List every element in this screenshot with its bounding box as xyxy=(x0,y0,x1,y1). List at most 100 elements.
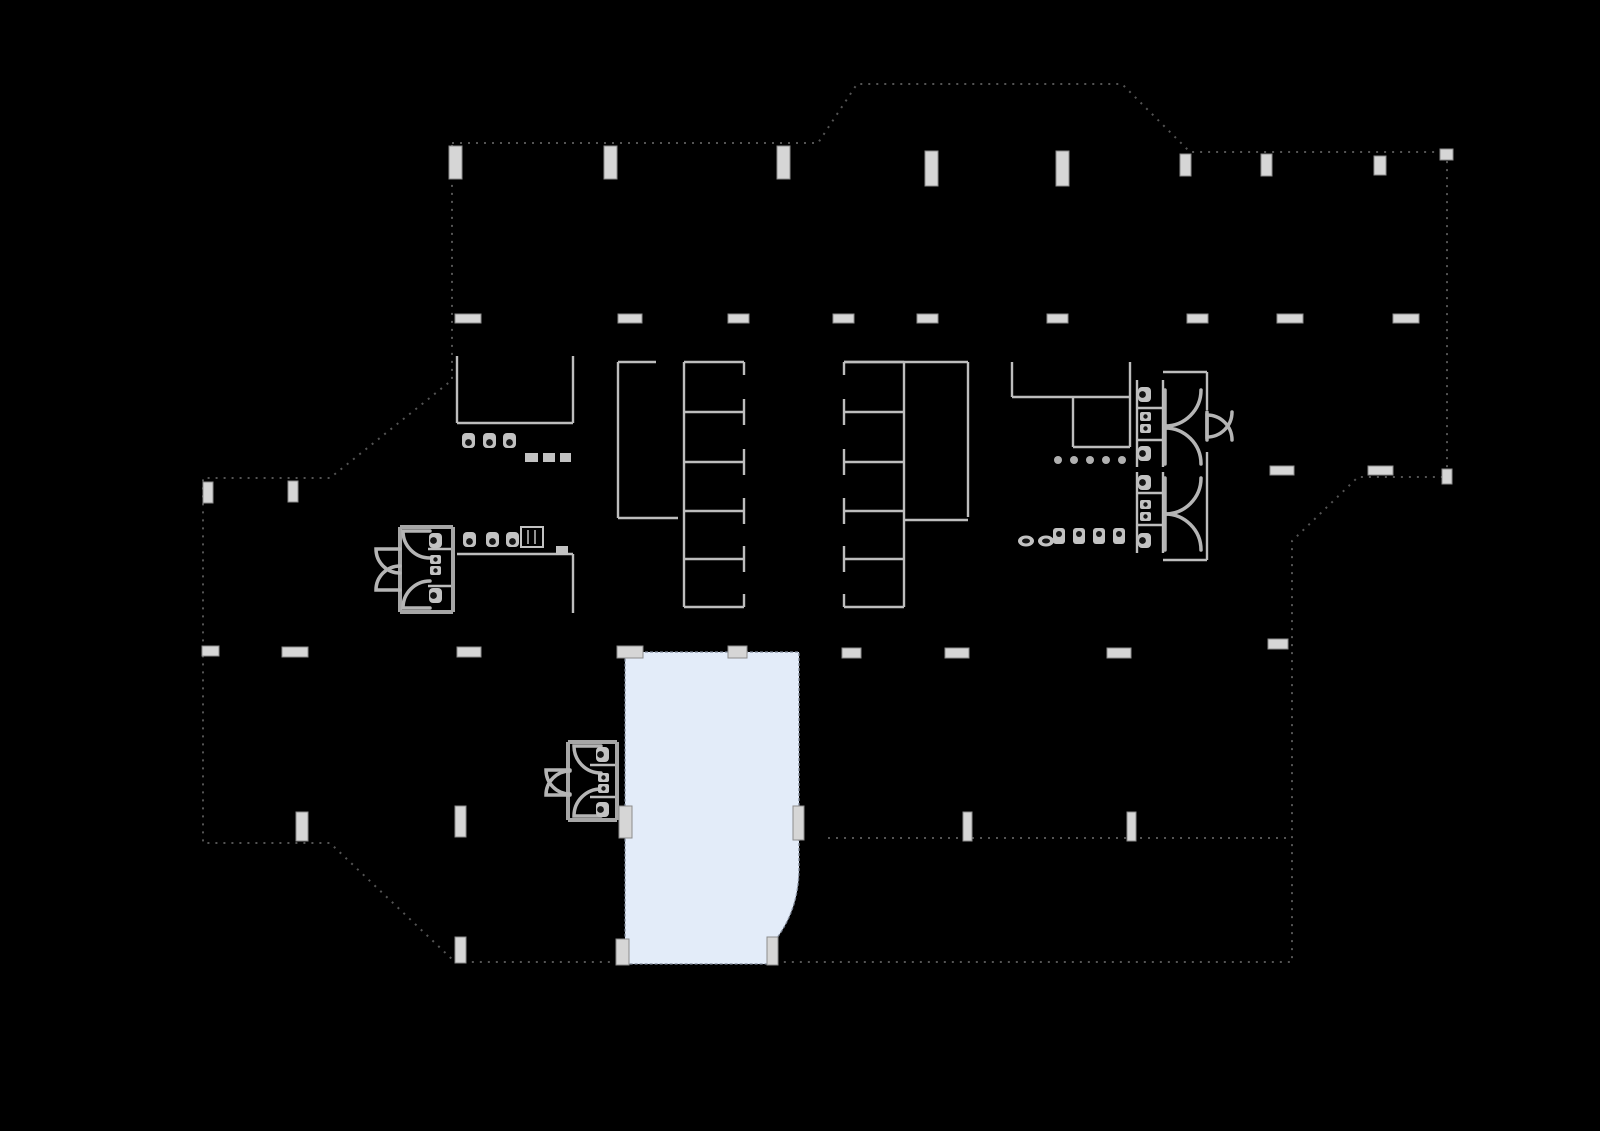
sink-icon xyxy=(430,566,441,575)
window-marker xyxy=(1439,148,1454,161)
door-swing-arc xyxy=(1205,413,1234,442)
window-marker xyxy=(792,805,805,841)
window-marker xyxy=(841,647,862,659)
sink-icon xyxy=(1140,412,1151,421)
door-swing-arc xyxy=(1163,388,1203,428)
window-marker xyxy=(202,481,214,504)
sink-icon xyxy=(1140,500,1151,509)
interior-walls xyxy=(398,356,1209,822)
window-marker xyxy=(603,145,618,180)
stairs xyxy=(682,360,906,609)
toilet-icon xyxy=(1138,533,1151,548)
window-markers xyxy=(201,145,1454,966)
window-marker xyxy=(1392,313,1420,324)
window-marker xyxy=(295,811,309,842)
toilet-icon xyxy=(596,747,609,762)
basin-icon xyxy=(1038,535,1054,547)
toilet-icon xyxy=(503,433,516,448)
window-marker xyxy=(1373,155,1387,176)
toilet-icon xyxy=(596,802,609,817)
window-marker xyxy=(1046,313,1069,324)
window-marker xyxy=(448,145,463,180)
window-marker xyxy=(776,145,791,180)
door-swing-arc xyxy=(572,744,603,775)
toilet-icon xyxy=(429,533,442,548)
building-outline xyxy=(202,83,1448,963)
toilet-icon xyxy=(506,532,519,547)
floor-dot xyxy=(1086,456,1094,464)
door-swing-arc xyxy=(572,787,603,818)
urinal-icon xyxy=(1073,528,1085,544)
toilet-icon xyxy=(462,433,475,448)
window-marker xyxy=(617,313,643,324)
window-marker xyxy=(727,645,748,659)
door-swing-arc xyxy=(1163,426,1203,466)
window-marker xyxy=(1179,153,1192,177)
window-marker xyxy=(1367,465,1394,476)
window-marker xyxy=(618,805,633,839)
window-marker xyxy=(1441,468,1453,485)
window-marker xyxy=(615,938,630,966)
toilet-icon xyxy=(1138,475,1151,490)
window-marker xyxy=(962,811,973,842)
highlighted-room[interactable] xyxy=(624,651,800,965)
window-marker xyxy=(1269,465,1295,476)
sink-icon xyxy=(598,773,609,782)
toilet-icon xyxy=(463,532,476,547)
door-swing-arc xyxy=(401,579,432,610)
urinal-icon xyxy=(1093,528,1105,544)
highlighted-room-layer xyxy=(624,651,800,965)
window-marker xyxy=(944,647,970,659)
window-marker xyxy=(766,936,779,966)
sink-icon xyxy=(1140,512,1151,521)
window-marker xyxy=(1106,647,1132,659)
door-swing-arc xyxy=(374,564,402,592)
floor-dot xyxy=(1054,456,1062,464)
window-marker xyxy=(727,313,750,324)
door-swing-arc xyxy=(374,547,402,575)
door-swings xyxy=(374,388,1234,818)
window-marker xyxy=(456,646,482,658)
urinal-icon xyxy=(1113,528,1125,544)
janitor-unit-icon xyxy=(520,526,544,548)
sink-icon xyxy=(430,555,441,564)
toilet-icon xyxy=(429,588,442,603)
toilet-icon xyxy=(1138,387,1151,402)
toilet-icon xyxy=(1138,446,1151,461)
toilet-icon xyxy=(486,532,499,547)
fixture-block xyxy=(560,453,571,462)
fixture-block xyxy=(525,453,538,462)
toilet-icon xyxy=(483,433,496,448)
window-marker xyxy=(1260,153,1273,177)
window-marker xyxy=(1276,313,1304,324)
sink-icon xyxy=(598,784,609,793)
door-swing-arc xyxy=(1163,512,1203,552)
door-swing-arc xyxy=(544,769,572,797)
window-marker xyxy=(924,150,939,187)
window-marker xyxy=(454,313,482,324)
window-marker xyxy=(281,646,309,658)
floor-dot xyxy=(1118,456,1126,464)
window-marker xyxy=(832,313,855,324)
fixture-block xyxy=(543,453,555,462)
door-swing-arc xyxy=(401,529,432,560)
window-marker xyxy=(1126,811,1137,842)
window-marker xyxy=(201,645,220,657)
window-marker xyxy=(1186,313,1209,324)
fixtures xyxy=(429,387,1151,817)
sink-icon xyxy=(1140,424,1151,433)
window-marker xyxy=(916,313,939,324)
door-swing-arc xyxy=(1163,476,1203,516)
fixture-block xyxy=(556,546,568,555)
urinal-icon xyxy=(1053,528,1065,544)
window-marker xyxy=(616,645,644,659)
window-marker xyxy=(454,936,467,964)
basin-icon xyxy=(1018,535,1034,547)
window-marker xyxy=(1055,150,1070,187)
floor-dot xyxy=(1102,456,1110,464)
window-marker xyxy=(1267,638,1289,650)
window-marker xyxy=(287,480,299,503)
window-marker xyxy=(454,805,467,838)
